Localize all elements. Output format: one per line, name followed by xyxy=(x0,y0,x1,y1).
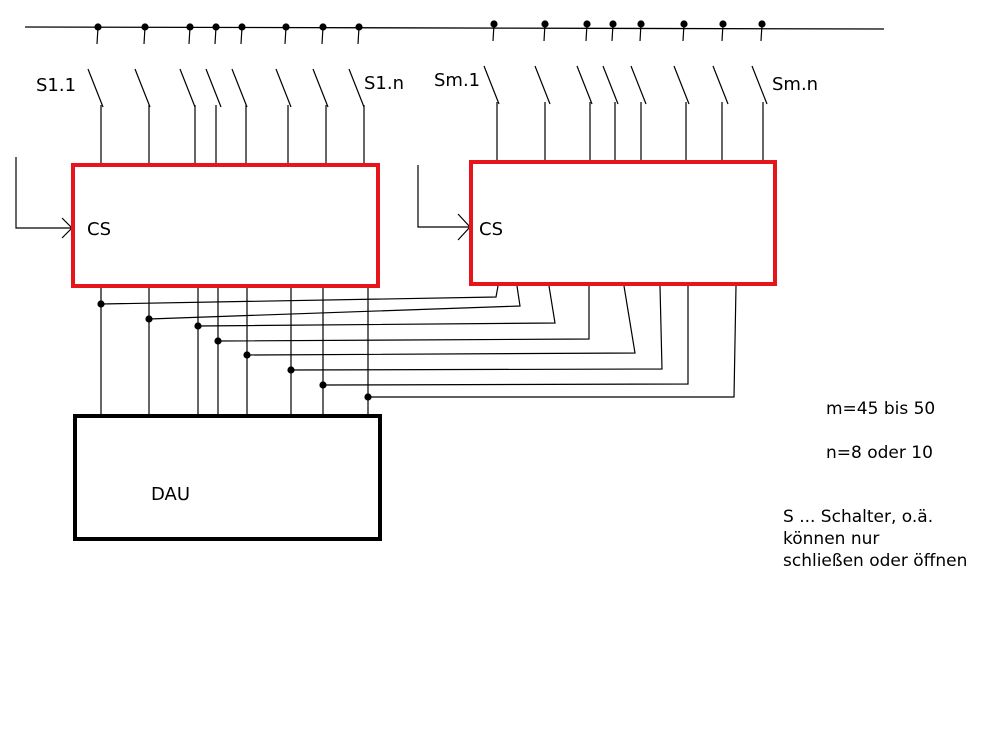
right-cs-output-route-1 xyxy=(100,285,499,305)
right-cs-output-route-5 xyxy=(246,285,636,356)
legend-text: S ... Schalter, o.ä. können nur schließe… xyxy=(783,506,967,572)
group1-switch-2 xyxy=(134,23,151,165)
groupm-switch-6 xyxy=(673,20,690,162)
cs-block-right-label: CS xyxy=(479,219,503,240)
switch-contact-blade xyxy=(312,68,329,108)
right-cs-output-route-8 xyxy=(368,285,737,398)
switch-feed-wire xyxy=(188,26,191,45)
cs-to-dau-wiring xyxy=(97,285,737,416)
switch-contact-blade xyxy=(275,68,292,108)
group1-switch-5 xyxy=(231,23,248,165)
switch-feed-wire xyxy=(240,26,243,45)
cs-block-left xyxy=(71,163,380,288)
switch-contact-blade xyxy=(602,65,619,105)
right-cs-output-route-3 xyxy=(197,285,556,327)
switch-feed-wire xyxy=(492,23,495,42)
switch-contact-blade xyxy=(179,68,196,108)
dau-block-label: DAU xyxy=(151,484,190,505)
switch-group-1 xyxy=(87,23,365,165)
switch-contact-blade xyxy=(712,65,729,105)
switch-label-s1-1: S1.1 xyxy=(36,75,76,96)
switch-feed-wire xyxy=(611,23,614,42)
switch-label-sm-n: Sm.n xyxy=(772,74,818,95)
switch-contact-blade xyxy=(87,68,104,108)
cs-block-left-label: CS xyxy=(87,219,111,240)
note-n-range: n=8 oder 10 xyxy=(826,443,933,463)
groupm-switch-8 xyxy=(751,20,768,162)
switch-feed-wire xyxy=(214,26,217,45)
switch-contact-blade xyxy=(134,68,151,108)
switch-feed-wire xyxy=(585,23,588,42)
legend-line-1: S ... Schalter, o.ä. xyxy=(783,507,934,527)
legend-line-2: können nur xyxy=(783,529,880,549)
switch-contact-blade xyxy=(205,68,222,108)
switch-contact-blade xyxy=(751,65,768,105)
switch-group-m xyxy=(483,20,768,162)
cs-block-right xyxy=(469,160,777,286)
switch-contact-blade xyxy=(348,68,365,108)
switch-feed-wire xyxy=(639,23,642,42)
switch-feed-wire xyxy=(721,23,724,42)
switch-contact-blade xyxy=(576,65,593,105)
right-cs-output-route-4 xyxy=(217,286,590,342)
group1-switch-4 xyxy=(205,23,222,165)
switch-feed-wire xyxy=(321,26,324,45)
switch-contact-blade xyxy=(231,68,248,108)
switch-contact-blade xyxy=(630,65,647,105)
groupm-switch-7 xyxy=(712,20,729,162)
right-cs-output-route-7 xyxy=(322,286,689,386)
note-m-range: m=45 bis 50 xyxy=(826,399,936,419)
groupm-switch-3 xyxy=(576,20,593,162)
switch-feed-wire xyxy=(284,26,287,45)
group1-switch-3 xyxy=(179,23,196,165)
groupm-switch-2 xyxy=(534,20,551,162)
right-cs-output-route-6 xyxy=(290,285,663,371)
switch-label-s1-n: S1.n xyxy=(364,73,404,94)
switch-feed-wire xyxy=(143,26,146,45)
group1-switch-7 xyxy=(312,23,329,165)
switch-contact-blade xyxy=(673,65,690,105)
legend-line-3: schließen oder öffnen xyxy=(783,551,968,571)
top-bus-line xyxy=(24,26,885,30)
groupm-switch-4 xyxy=(602,20,619,162)
groupm-switch-5 xyxy=(630,20,647,162)
switch-contact-blade xyxy=(483,65,500,105)
switch-feed-wire xyxy=(543,23,546,42)
cs-right-input-arrow xyxy=(417,165,471,241)
group1-switch-8 xyxy=(348,23,365,165)
right-cs-output-route-2 xyxy=(148,285,521,320)
switch-feed-wire xyxy=(682,23,685,42)
dau-block xyxy=(73,414,382,541)
switch-feed-wire xyxy=(96,26,99,45)
group1-switch-1 xyxy=(87,23,104,165)
groupm-switch-1 xyxy=(483,20,500,162)
switch-feed-wire xyxy=(357,26,360,45)
switch-label-sm-1: Sm.1 xyxy=(434,70,480,91)
cs-left-input-arrow xyxy=(15,157,73,239)
group1-switch-6 xyxy=(275,23,292,165)
switch-contact-blade xyxy=(534,65,551,105)
switch-feed-wire xyxy=(760,23,763,42)
